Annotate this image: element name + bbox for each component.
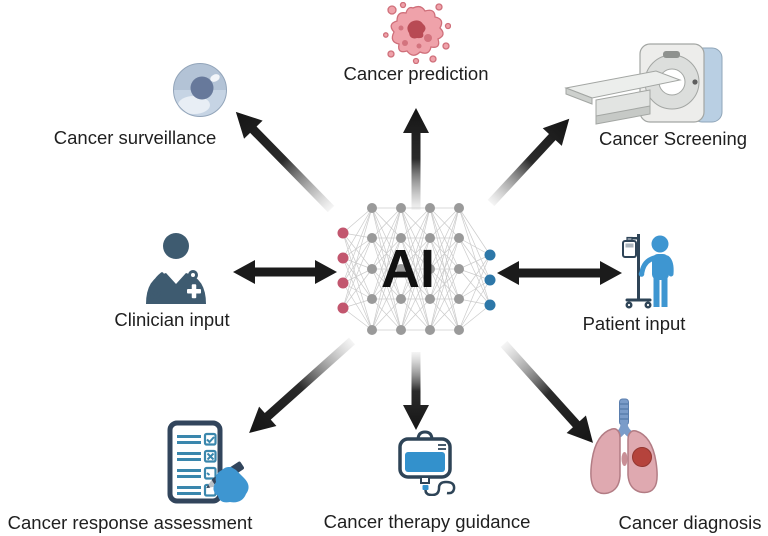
arrow-bidirectional-left <box>233 260 337 284</box>
label-cancer-surveillance: Cancer surveillance <box>53 127 217 148</box>
iv-bag-icon <box>386 430 466 496</box>
clinician-icon <box>140 232 208 304</box>
tumor-cells-icon <box>383 2 451 64</box>
label-cancer-therapy-guidance: Cancer therapy guidance <box>323 511 531 532</box>
lungs-icon <box>588 398 660 498</box>
label-patient-input: Patient input <box>582 313 686 334</box>
ct-scanner-icon <box>564 40 729 132</box>
label-clinician-input: Clinician input <box>114 309 230 330</box>
neural-network <box>337 203 496 335</box>
checklist-pen-icon <box>156 420 254 506</box>
arrow-up-right <box>487 118 570 207</box>
arrow-down <box>403 352 429 430</box>
patient-iv-pole-icon <box>617 232 679 310</box>
label-cancer-screening: Cancer Screening <box>598 128 748 149</box>
label-cancer-prediction: Cancer prediction <box>343 63 489 84</box>
arrow-up-left <box>235 111 335 213</box>
ai-label: AI <box>381 239 435 299</box>
arrow-down-right <box>500 340 593 443</box>
arrow-bidirectional-right <box>497 261 622 285</box>
arrow-down-left <box>249 337 355 433</box>
label-cancer-diagnosis: Cancer diagnosis <box>618 512 762 533</box>
arrow-up <box>403 108 429 210</box>
eye-icon <box>172 62 228 118</box>
label-cancer-response-assessment: Cancer response assessment <box>7 512 253 533</box>
